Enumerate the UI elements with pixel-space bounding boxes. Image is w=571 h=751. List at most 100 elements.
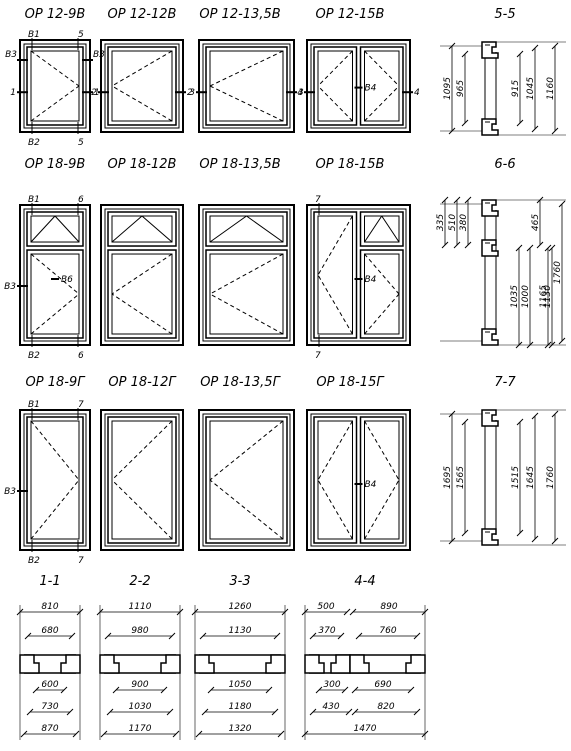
dimension-tick — [20, 730, 28, 738]
outer-frame — [306, 204, 411, 346]
dimension-value: 1035 — [510, 285, 520, 308]
section-mark: В2 — [28, 351, 40, 361]
dimension-value: 600 — [41, 680, 58, 690]
dimension-tick — [355, 632, 363, 640]
section-title: 6-6 — [494, 157, 515, 172]
opening-line — [209, 253, 284, 295]
dimension-tick — [277, 730, 285, 738]
section-title: 2-2 — [129, 574, 150, 589]
glass-pane — [209, 253, 284, 335]
section-title: 7-7 — [494, 375, 516, 390]
dimension-tick — [515, 244, 523, 252]
dimension-value: 870 — [41, 724, 58, 734]
section-mark: В2 — [28, 138, 40, 148]
section-mark: В4 — [365, 480, 377, 490]
opening-line — [111, 85, 173, 122]
sash — [313, 416, 358, 544]
dimension-value: 1760 — [546, 466, 556, 489]
dimension-tick — [345, 708, 353, 716]
glass-pane — [111, 215, 173, 243]
outer-frame — [198, 204, 295, 346]
dimension-tick — [349, 608, 357, 616]
opening-line — [30, 479, 80, 540]
sash — [26, 211, 84, 247]
dimension-tick — [548, 244, 556, 252]
dimension-value: 820 — [377, 702, 394, 712]
dimension-tick — [558, 200, 566, 208]
outer-frame — [100, 39, 184, 133]
section-mark: 5 — [78, 138, 84, 148]
dimension-value: 465 — [531, 214, 541, 231]
frame-profile — [481, 118, 499, 136]
section-mark: 2 — [187, 88, 193, 98]
dimension-tick — [441, 196, 449, 204]
dimension-tick — [351, 686, 359, 694]
dimension-tick — [461, 418, 469, 426]
opening-line — [317, 420, 353, 481]
dimension-value: 965 — [456, 80, 466, 97]
dimension-value: 1760 — [553, 261, 563, 284]
section-mark: 4 — [414, 88, 420, 98]
opening-line — [111, 215, 143, 243]
opening-line — [246, 215, 284, 243]
outer-frame — [198, 39, 295, 133]
section-mark: 2 — [91, 88, 97, 98]
frame-inner — [310, 43, 407, 129]
section-mark: 7 — [315, 195, 321, 205]
dimension-tick — [343, 608, 351, 616]
dimension-tick — [461, 50, 469, 58]
dimension-value: 430 — [322, 702, 339, 712]
sash — [205, 249, 288, 339]
section-mark: В4 — [365, 84, 377, 94]
section-title: 1-1 — [39, 574, 60, 589]
dimension-tick — [26, 708, 34, 716]
glass-pane — [317, 420, 353, 540]
sash — [359, 249, 404, 339]
frame-profile — [160, 654, 181, 674]
window-title: ОР 18-12Г — [108, 375, 177, 390]
opening-line — [30, 253, 80, 295]
dimension-value: 1130 — [229, 626, 252, 636]
opening-line — [364, 479, 400, 540]
window-title: ОР 12-13,5В — [199, 7, 280, 22]
opening-line — [30, 420, 80, 481]
sash — [205, 211, 288, 247]
opening-line — [30, 293, 80, 335]
frame-inner — [23, 208, 87, 342]
dimension-value: 1000 — [521, 285, 531, 308]
frame-profile — [481, 409, 499, 427]
frame-inner — [104, 43, 180, 129]
section-mark: 4 — [297, 88, 303, 98]
frame-profile — [19, 654, 40, 674]
dimension-value: 810 — [41, 602, 58, 612]
sash — [313, 46, 358, 126]
dimension-tick — [172, 730, 180, 738]
opening-line — [111, 479, 173, 540]
dimension-value: 890 — [380, 602, 397, 612]
opening-line — [111, 293, 173, 335]
dimension-value: 1260 — [229, 602, 252, 612]
dimension-value: 900 — [131, 680, 148, 690]
dimension-tick — [551, 410, 559, 418]
dimension-value: 680 — [41, 626, 58, 636]
dimension-value: 1045 — [526, 77, 536, 100]
opening-line — [364, 420, 400, 481]
frame-inner — [104, 413, 180, 547]
dimension-tick — [531, 125, 539, 133]
dimension-tick — [104, 632, 112, 640]
dimension-tick — [273, 632, 281, 640]
section-mark: В3 — [93, 50, 105, 60]
section-mark: В6 — [61, 275, 73, 285]
dimension-tick — [337, 632, 345, 640]
window-title: ОР 18-15В — [316, 157, 385, 172]
sash — [107, 46, 177, 126]
section-mark: В1 — [28, 30, 40, 40]
dimension-value: 1095 — [443, 77, 453, 100]
dimension-tick — [271, 708, 279, 716]
